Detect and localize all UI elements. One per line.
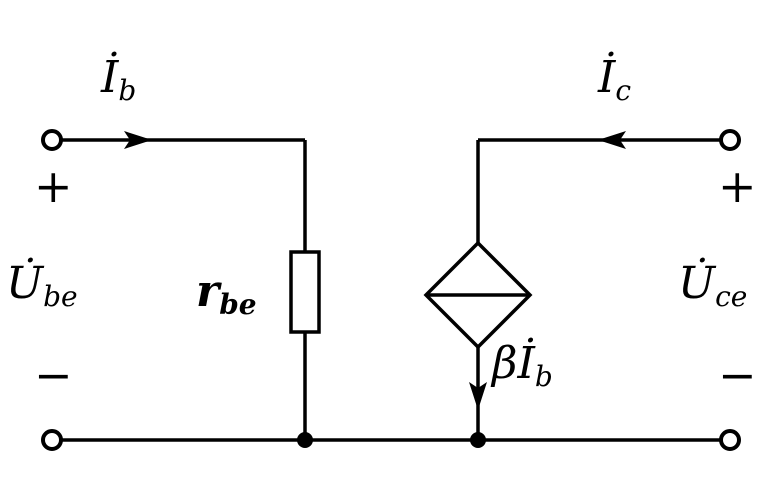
- junction-dot-resistor: [297, 432, 313, 448]
- terminal-emitter-right: [719, 429, 741, 451]
- label-resistor-rbe: rbe: [196, 270, 257, 319]
- current-arrow-ib: [124, 131, 152, 149]
- junction-dot-source: [470, 432, 486, 448]
- label-voltage-uce: U̇ce: [678, 262, 747, 311]
- label-current-ic: İc: [598, 56, 631, 105]
- terminal-base: [41, 129, 63, 151]
- label-ube-sub: be: [43, 279, 78, 313]
- label-ic-sub: c: [615, 73, 632, 107]
- terminal-collector: [719, 129, 741, 151]
- label-uce-main: U̇: [678, 258, 716, 309]
- label-minus-right: −: [718, 348, 757, 402]
- label-uce-sub: ce: [715, 279, 748, 313]
- label-beta-ib-main: βİ: [492, 338, 535, 389]
- label-plus-right: +: [718, 159, 757, 213]
- label-rbe-sub: be: [219, 287, 257, 321]
- current-arrow-ic: [598, 131, 626, 149]
- label-minus-left: −: [34, 348, 73, 402]
- label-beta-ib-sub: b: [534, 359, 553, 393]
- resistor-body: [289, 250, 321, 334]
- label-ib-sub: b: [118, 73, 137, 107]
- current-arrow-beta-ib: [469, 382, 487, 410]
- label-source-beta-ib: βİb: [492, 342, 553, 391]
- label-ic-main: İ: [598, 52, 616, 103]
- label-voltage-ube: U̇be: [6, 262, 78, 311]
- label-rbe-main: r: [196, 266, 220, 317]
- terminal-emitter-left: [41, 429, 63, 451]
- label-current-ib: İb: [101, 56, 136, 105]
- label-ib-main: İ: [101, 52, 119, 103]
- label-plus-left: +: [34, 159, 73, 213]
- label-ube-main: U̇: [6, 258, 44, 309]
